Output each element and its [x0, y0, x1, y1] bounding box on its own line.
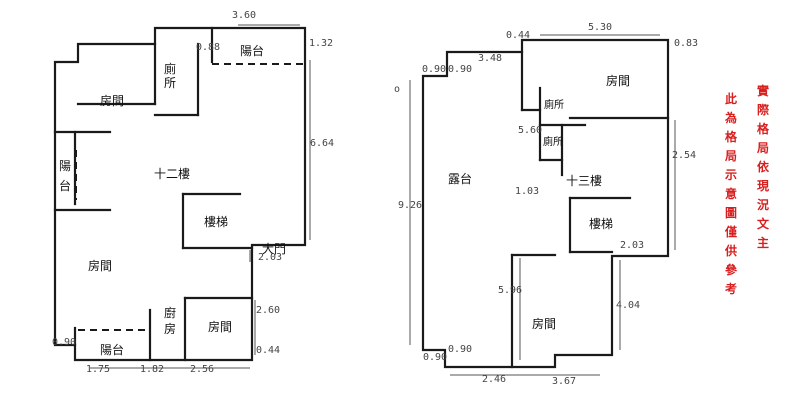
left-dim-br-corner: 0.44: [256, 345, 281, 356]
right-dim-top-long: 5.30: [588, 22, 613, 33]
right-dim-bottom-inner: 5.96: [498, 285, 523, 296]
left-dim-right-side: 6.64: [310, 138, 335, 149]
right-dim-right-top: 2.54: [672, 150, 697, 161]
right-dim-bl-corner-1: 0.90: [423, 352, 448, 363]
left-kitchen-label: 廚房: [164, 306, 177, 336]
right-dim-top-mid: 3.48: [478, 53, 503, 64]
right-dim-left-side: 9.26: [398, 200, 423, 211]
left-floor-label: 十二樓: [154, 167, 191, 181]
right-dim-bottom-right: 4.04: [616, 300, 641, 311]
right-bedroom-bottom-label: 房間: [532, 317, 557, 331]
right-dim-top-right-corner: 0.83: [674, 38, 699, 49]
right-terrace-label: 露台: [448, 172, 473, 186]
right-plan-walls: [421, 38, 670, 369]
left-dim-toilet-width: 0.88: [196, 42, 221, 53]
right-circle-mark: o: [394, 84, 401, 95]
right-bedroom-top-label: 房間: [606, 74, 631, 88]
dimension-arrows: [90, 24, 676, 376]
left-dim-bottom-left-corner: 0.90: [52, 337, 77, 348]
right-dim-toilet-step: 1.03: [515, 186, 540, 197]
left-dim-bottom-3: 2.56: [190, 364, 215, 375]
left-outer-wall: [53, 26, 307, 362]
left-dim-top-right: 1.32: [309, 38, 334, 49]
left-balcony-top-label: 陽台: [240, 44, 265, 58]
left-dim-bottom-1: 1.75: [86, 364, 111, 375]
right-dim-bl-corner-2: 0.90: [448, 344, 473, 355]
right-dim-tl-0: 0.90: [422, 64, 447, 75]
right-dim-bottom-2: 3.67: [552, 376, 577, 387]
left-stairs-label: 樓梯: [204, 215, 229, 229]
right-dim-bottom-1: 2.46: [482, 374, 507, 385]
left-dim-top: 3.60: [232, 10, 257, 21]
right-toilet-1-label: 廁所: [544, 100, 564, 111]
right-stairs-label: 樓梯: [589, 217, 614, 231]
right-toilet-2-label: 廁所: [543, 137, 563, 148]
left-plan-dashed-lines: [75, 63, 305, 331]
left-balcony-bottom-label: 陽台: [100, 343, 125, 357]
left-balcony-left-label: 陽台: [59, 159, 72, 193]
right-dim-top-left-corner: 0.44: [506, 30, 531, 41]
left-dim-door-step: 2.03: [258, 252, 283, 263]
right-floor-label: 十三樓: [566, 174, 603, 188]
left-main-door-label: 大門: [262, 242, 287, 256]
left-plan-walls: [53, 26, 307, 362]
left-dim-bottom-2: 1.82: [140, 364, 165, 375]
right-dim-toilet-stack: 5.60: [518, 125, 543, 136]
left-bedroom-bottom-right-label: 房間: [208, 320, 233, 334]
right-outer-wall: [421, 38, 670, 369]
note-column-1: 實際格局依現況文主: [756, 84, 769, 250]
left-toilet-label: 廁所: [164, 62, 177, 90]
right-dim-stairs-bottom: 2.03: [620, 240, 645, 251]
left-dim-br-height: 2.60: [256, 305, 281, 316]
note-column-2: 此為格局示意圖僅供參考: [724, 92, 737, 296]
left-bedroom-top-left-label: 房間: [100, 94, 125, 108]
left-bedroom-bottom-left-label: 房間: [88, 259, 113, 273]
right-dim-tl-1: 0.90: [448, 64, 473, 75]
